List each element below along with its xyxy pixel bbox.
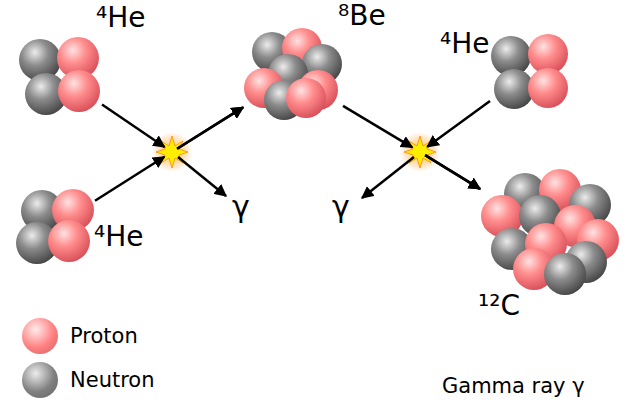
reaction-arrow (95, 107, 243, 200)
carbon-nucleus (481, 169, 619, 295)
arrow-segment (177, 107, 243, 148)
gamma-label: γ (332, 192, 350, 222)
legend-row: Proton (22, 318, 138, 354)
reaction-arrow (102, 105, 243, 149)
gamma-label: γ (232, 192, 250, 222)
arrow-segment (95, 157, 164, 201)
nucleus-node: ⁸Be (243, 31, 343, 121)
neutron-sphere (544, 253, 586, 295)
arrow-segment (425, 155, 480, 189)
legend-swatch (22, 362, 58, 398)
gamma-arrow (362, 157, 414, 198)
arrow-segment (425, 155, 480, 189)
arrow-segment (427, 101, 490, 147)
helium-nucleus (16, 189, 94, 264)
nucleus-node: ⁴He (18, 38, 102, 114)
nucleus-node: ¹²C (480, 168, 620, 296)
beryllium-nucleus (244, 28, 342, 120)
star-shape (404, 136, 436, 168)
star-shape (156, 136, 188, 168)
nucleus-label: ⁴He (440, 30, 490, 58)
legend-row: Neutron (22, 362, 155, 398)
arrow-segment (343, 106, 412, 147)
proton-sphere (58, 70, 100, 112)
helium-nucleus (491, 34, 568, 109)
arrow-segment (177, 107, 243, 148)
nucleus-node: ⁴He (15, 189, 95, 263)
reaction-star (152, 132, 192, 172)
legend-text: Neutron (70, 368, 155, 392)
nucleus-label: ⁸Be (338, 2, 386, 30)
star-glow (152, 132, 192, 172)
star-glow (400, 132, 440, 172)
nucleus-node: ⁴He (490, 35, 570, 109)
legend-text: Proton (70, 324, 138, 348)
helium-nucleus (19, 37, 100, 115)
reaction-star (400, 132, 440, 172)
reaction-arrow (343, 106, 480, 189)
legend-swatch (22, 318, 58, 354)
nucleus-label: ¹²C (478, 292, 520, 320)
reaction-arrow (425, 101, 490, 189)
proton-sphere (48, 220, 90, 262)
proton-sphere (528, 68, 568, 108)
neutron-sphere (494, 69, 534, 109)
nucleus-label: ⁴He (94, 223, 144, 251)
proton-sphere (286, 78, 326, 118)
legend-row: Gamma ray γ (442, 374, 585, 398)
arrow-segment (102, 105, 165, 147)
gamma-arrow (178, 157, 226, 196)
nucleus-label: ⁴He (96, 4, 146, 32)
legend-text: Gamma ray γ (442, 374, 585, 398)
